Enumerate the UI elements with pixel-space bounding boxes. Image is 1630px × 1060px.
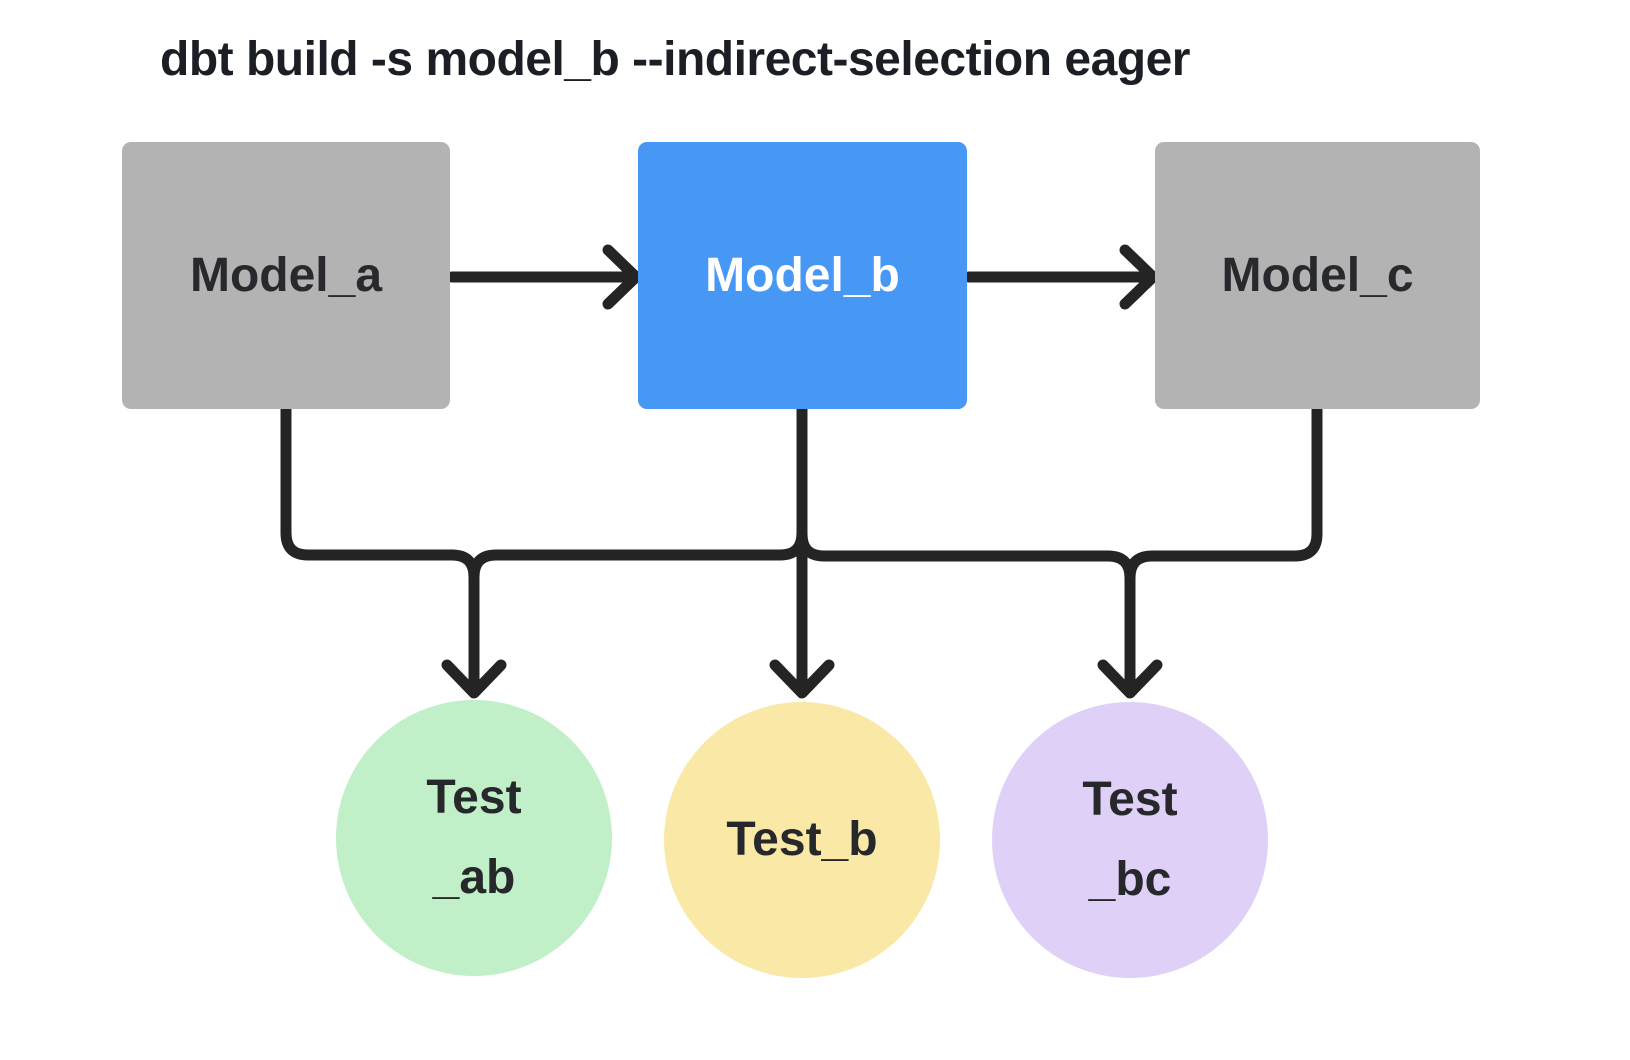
diagram-title: dbt build -s model_b --indirect-selectio… bbox=[160, 33, 1190, 86]
node-model-b-label: Model_b bbox=[705, 249, 900, 302]
node-test-bc-label-line1: Test bbox=[1082, 773, 1178, 826]
edge-model_a-test_ab bbox=[280, 399, 480, 694]
edge-model_b-test_bc bbox=[796, 399, 1136, 694]
arrowhead-model_a-model_b bbox=[602, 244, 642, 310]
node-model-c: Model_c bbox=[1155, 142, 1480, 409]
node-test-ab: Test _ab bbox=[336, 700, 612, 976]
node-test-b-label-line1: Test_b bbox=[726, 813, 878, 866]
arrowhead-test_ab bbox=[441, 659, 507, 699]
edge-model_c-test_bc bbox=[1124, 399, 1323, 694]
arrowhead-test_bc bbox=[1097, 659, 1163, 699]
edge-model_b-test_ab bbox=[468, 399, 808, 694]
node-model-a-label: Model_a bbox=[189, 249, 383, 302]
arrowhead-model_b-model_c bbox=[1119, 244, 1159, 310]
node-test-ab-label-line1: Test bbox=[426, 771, 522, 824]
node-test-ab-label-line2: _ab bbox=[432, 851, 516, 904]
node-test-bc-label-line2: _bc bbox=[1088, 853, 1172, 906]
node-test-b: Test_b bbox=[664, 702, 940, 978]
node-model-c-label: Model_c bbox=[1221, 249, 1414, 302]
arrowhead-test_b bbox=[769, 659, 835, 699]
node-model-a: Model_a bbox=[122, 142, 450, 409]
node-model-b-selected: Model_b bbox=[638, 142, 967, 409]
node-test-bc: Test _bc bbox=[992, 702, 1268, 978]
